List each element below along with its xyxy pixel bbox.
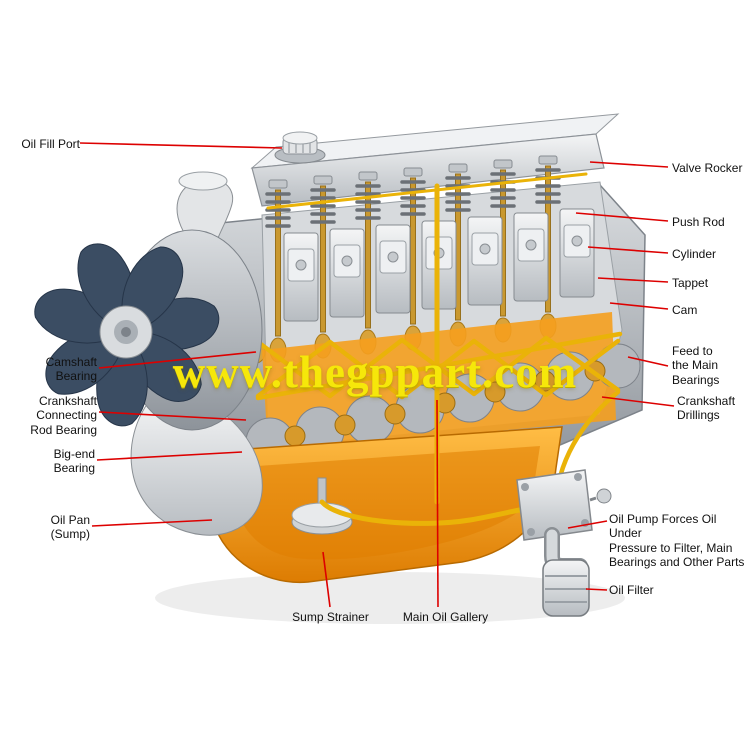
cooling-fan xyxy=(34,243,220,427)
valve-cover xyxy=(250,113,620,207)
label-sump-strainer: Sump Strainer xyxy=(292,610,369,624)
label-push-rod: Push Rod xyxy=(672,215,725,229)
leader-oil-pump xyxy=(567,520,608,529)
label-tappet: Tappet xyxy=(672,276,709,290)
label-main-oil-gallery: Main Oil Gallery xyxy=(402,610,489,624)
leader-big-end-bearing xyxy=(96,451,243,461)
label-oil-pump: Oil Pump Forces Oil Under Pressure to Fi… xyxy=(609,512,745,570)
leader-valve-rocker xyxy=(589,161,669,168)
label-valve-rocker: Valve Rocker xyxy=(672,161,743,175)
leader-feed-main-bearings xyxy=(627,356,669,367)
label-camshaft-bearing: Camshaft Bearing xyxy=(45,355,97,384)
cylinders-pistons xyxy=(283,208,595,322)
label-crankshaft-connecting-rod-bearing: Crankshaft Connecting Rod Bearing xyxy=(30,394,97,437)
label-cam: Cam xyxy=(672,303,698,317)
leader-main-oil-gallery xyxy=(436,399,439,608)
label-cylinder: Cylinder xyxy=(672,247,717,261)
oil-gallery-lines xyxy=(255,172,623,526)
label-crankshaft-drillings: Crankshaft Drillings xyxy=(677,394,736,423)
label-big-end-bearing: Big-end Bearing xyxy=(53,447,95,476)
leader-sump-strainer xyxy=(322,551,331,608)
valve-springs-push-rods xyxy=(265,155,561,337)
label-oil-pan: Oil Pan (Sump) xyxy=(50,513,90,542)
sump-strainer-shape xyxy=(291,477,353,535)
label-oil-filter: Oil Filter xyxy=(609,583,654,597)
leader-oil-filter xyxy=(585,588,608,591)
leader-oil-fill-port xyxy=(79,142,283,149)
leader-oil-pan xyxy=(91,519,213,527)
leader-lines xyxy=(79,142,675,608)
leader-crankshaft-connecting-rod-bearing xyxy=(98,411,247,421)
leader-tappet xyxy=(597,277,669,283)
leader-cylinder xyxy=(587,246,669,254)
oil-fill-cap xyxy=(274,131,326,164)
oil-pump-filter xyxy=(516,469,612,617)
leader-cam xyxy=(609,302,669,310)
breather-horn xyxy=(176,171,234,239)
leader-camshaft-bearing xyxy=(98,351,257,369)
label-oil-fill-port: Oil Fill Port xyxy=(21,137,80,151)
leader-crankshaft-drillings xyxy=(601,396,675,407)
ground-shadow xyxy=(155,572,625,624)
label-feed-main-bearings: Feed to the Main Bearings xyxy=(672,344,720,387)
leader-push-rod xyxy=(575,212,669,222)
